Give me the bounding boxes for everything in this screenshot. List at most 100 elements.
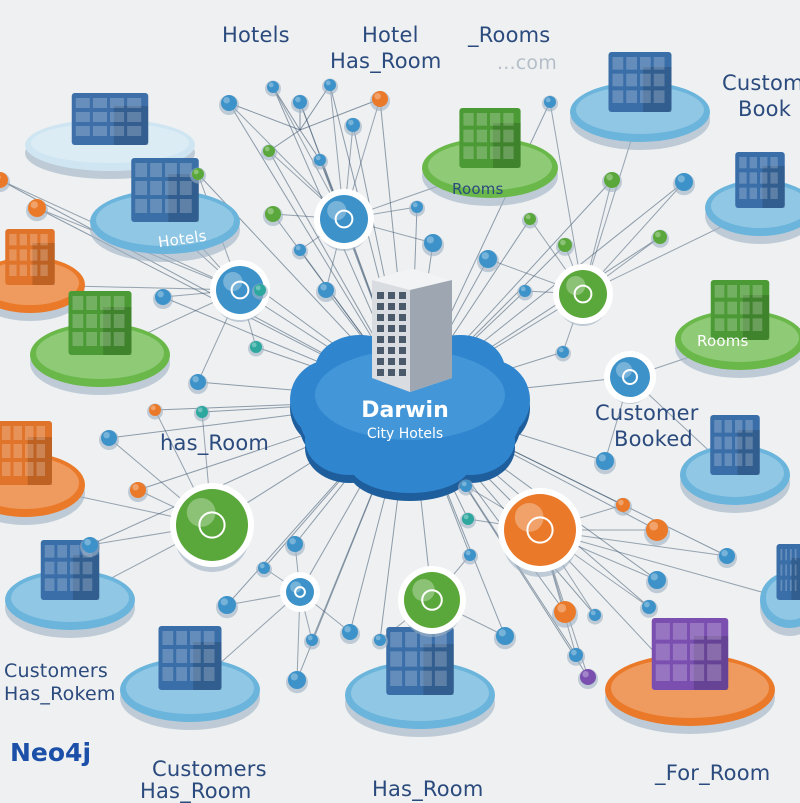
building-icon [131, 158, 199, 222]
building-window [180, 181, 192, 195]
node-fill [288, 671, 306, 689]
node-icon [567, 648, 585, 666]
node-gloss [599, 454, 606, 461]
label-has-rokem: Has_Rokem [4, 683, 116, 705]
building-window [57, 545, 67, 558]
node-fill [155, 289, 171, 305]
node-gloss [192, 376, 198, 382]
building-icon [5, 229, 55, 285]
node-fill [318, 282, 334, 298]
building-window [715, 302, 725, 315]
node-fill [596, 452, 614, 470]
building-window [613, 57, 624, 70]
node-fill [719, 548, 735, 564]
building-window [690, 644, 704, 661]
building-window [93, 112, 107, 122]
building-window [57, 578, 67, 591]
node-icon [477, 250, 499, 272]
building-window [739, 188, 746, 199]
node-icon [292, 244, 308, 260]
node-icon [552, 601, 578, 628]
node-icon [153, 289, 173, 309]
node-gloss [265, 147, 270, 152]
building-window [753, 285, 763, 298]
node-gloss [559, 348, 564, 353]
node-gloss [464, 515, 469, 520]
node-icon [0, 172, 10, 192]
node-icon [322, 79, 338, 95]
building-window [83, 562, 93, 575]
building-window [420, 651, 432, 666]
node-icon [651, 230, 669, 248]
label-has-room-bottom-left: Has_Room [140, 780, 252, 802]
node-icon [644, 519, 670, 546]
building-window [100, 314, 111, 328]
node-icon [248, 341, 264, 357]
building-window [405, 671, 417, 686]
tower-window [377, 347, 384, 354]
node-gloss [413, 203, 418, 208]
node-icon [517, 285, 533, 301]
node-fill [519, 285, 531, 297]
building-window [2, 462, 11, 476]
building-window [490, 113, 500, 126]
building-window [463, 146, 473, 159]
building-window [745, 453, 752, 466]
node-fill [293, 95, 307, 109]
building-window [390, 632, 402, 647]
building-window [14, 462, 23, 476]
node-icon [316, 282, 336, 302]
building-icon [69, 291, 132, 355]
node-fill [580, 669, 596, 685]
building-shade [32, 243, 54, 285]
node-icon [344, 118, 362, 136]
building-window [9, 234, 16, 245]
building-window [100, 296, 111, 310]
node-gloss [260, 564, 265, 569]
node-fill [404, 572, 460, 628]
building-window [150, 163, 162, 177]
node-fill [559, 270, 607, 318]
node-fill [218, 596, 236, 614]
node-fill [610, 357, 650, 397]
node-fill [82, 537, 98, 553]
building-window [20, 249, 27, 260]
building-window [83, 578, 93, 591]
building-window [654, 90, 665, 103]
building-window [613, 74, 624, 87]
building-window [30, 249, 37, 260]
hub-title: Darwin [345, 398, 465, 423]
label-has-room-top: Has_Room [330, 50, 442, 72]
building-window [190, 667, 201, 681]
building-icon [386, 627, 454, 695]
node-icon [555, 346, 571, 362]
node-gloss [84, 539, 90, 545]
building-window [163, 649, 174, 663]
building-window [626, 74, 637, 87]
node-gloss [252, 343, 257, 348]
building-window [176, 649, 187, 663]
node-fill [294, 244, 306, 256]
node-fill [263, 145, 275, 157]
building-window [435, 671, 447, 686]
building-window [76, 126, 90, 136]
tower-window [399, 314, 406, 321]
node-gloss [644, 602, 650, 608]
building-window [735, 420, 742, 433]
building-window [613, 90, 624, 103]
tower-window [377, 358, 384, 365]
node-gloss [591, 611, 596, 616]
node-fill [324, 79, 336, 91]
tower-window [377, 369, 384, 376]
building-window [204, 667, 215, 681]
building-window [14, 444, 23, 458]
node-gloss [571, 650, 577, 656]
node-fill [286, 578, 314, 606]
tower-side [410, 280, 452, 392]
node-gloss [526, 215, 531, 220]
node-gloss [194, 170, 199, 175]
node-gloss [316, 156, 321, 161]
node-icon [170, 483, 254, 572]
building-window [86, 332, 97, 346]
building-window [57, 562, 67, 575]
